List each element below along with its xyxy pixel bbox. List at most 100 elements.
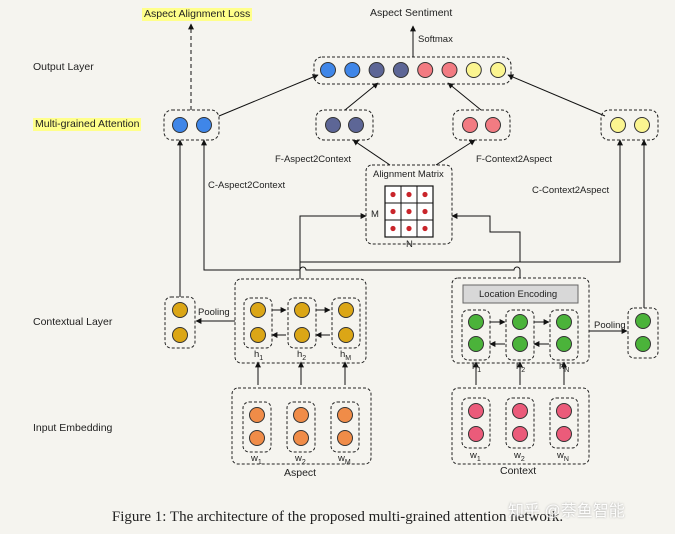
connector-lines bbox=[177, 23, 647, 385]
arrow-aspect-to-c-c2a bbox=[299, 139, 623, 279]
aspect-sentiment-label: Aspect Sentiment bbox=[370, 7, 453, 19]
aspect-hidden-1: h1 bbox=[254, 349, 264, 362]
context-hidden-2: h2 bbox=[516, 361, 526, 374]
matrix-cell-dot bbox=[390, 191, 396, 198]
f-aspect2context-box bbox=[315, 109, 374, 141]
aspect-word-1: w1 bbox=[251, 453, 262, 466]
context-group-label: Context bbox=[500, 465, 537, 477]
context-embedding-node bbox=[468, 426, 484, 442]
alignment-matrix-row-label: M bbox=[371, 209, 379, 220]
context-hidden-node bbox=[556, 336, 572, 352]
context-embedding-box bbox=[451, 387, 590, 465]
output-node bbox=[368, 62, 385, 78]
output-node bbox=[320, 62, 336, 78]
f-c2a-node bbox=[462, 117, 478, 133]
pooled-context-node bbox=[635, 313, 651, 329]
alignment-matrix-title: Alignment Matrix bbox=[373, 169, 444, 180]
c-context2aspect-label: C-Context2Aspect bbox=[532, 185, 610, 196]
context-pooling-label: Pooling bbox=[594, 320, 626, 331]
aspect-embedding-node bbox=[249, 407, 265, 423]
arrow-context-to-matrix bbox=[451, 213, 521, 262]
aspect-embedding-node bbox=[337, 407, 353, 423]
aspect-hidden-node bbox=[250, 302, 266, 318]
f-aspect2context-label: F-Aspect2Context bbox=[275, 154, 352, 165]
neuron-nodes bbox=[172, 62, 651, 446]
c-c2a-node bbox=[634, 117, 650, 133]
aspect-group-label: Aspect bbox=[284, 467, 317, 479]
output-node bbox=[392, 62, 409, 78]
output-layer-box bbox=[313, 56, 512, 85]
arrow-f-a2c-output bbox=[344, 82, 379, 111]
label-contextual-layer: Contextual Layer bbox=[33, 316, 113, 328]
location-encoding-label: Location Encoding bbox=[479, 289, 558, 300]
matrix-cell-dot bbox=[422, 208, 428, 215]
output-node bbox=[344, 62, 361, 78]
location-encoding-bar bbox=[462, 284, 579, 304]
f-context2aspect-box bbox=[452, 109, 511, 141]
matrix-cell-dot bbox=[422, 225, 428, 232]
output-node bbox=[465, 62, 482, 78]
aspect-pooling-label: Pooling bbox=[198, 307, 230, 318]
arrow-matrix-f-c2a bbox=[435, 139, 476, 166]
context-embedding-node bbox=[556, 403, 572, 419]
c-context2aspect-box bbox=[600, 109, 659, 141]
alignment-matrix-col-label: N bbox=[406, 239, 413, 250]
f-a2c-node bbox=[348, 117, 364, 133]
aspect-alignment-loss-label: Aspect Alignment Loss bbox=[142, 8, 253, 21]
c-c2a-node bbox=[610, 117, 626, 133]
figure-caption: Figure 1: The architecture of the propos… bbox=[111, 509, 564, 525]
context-hidden-node bbox=[512, 314, 528, 330]
c-aspect2context-box bbox=[163, 109, 220, 141]
aspect-hidden-node bbox=[338, 302, 354, 318]
context-embedding-node bbox=[512, 403, 528, 419]
matrix-cell-dot bbox=[390, 225, 396, 232]
aspect-hidden-2: h2 bbox=[297, 349, 307, 362]
arrow-aspect-to-matrix bbox=[299, 213, 367, 262]
aspect-embedding-node bbox=[293, 407, 309, 423]
softmax-label: Softmax bbox=[418, 34, 453, 45]
context-hidden-node bbox=[468, 336, 484, 352]
c-a2c-node bbox=[172, 117, 188, 133]
dashed-boxes bbox=[163, 56, 659, 465]
matrix-cell-dot bbox=[406, 191, 412, 198]
context-embedding-node bbox=[512, 426, 528, 442]
arrow-f-c2a-output bbox=[447, 82, 482, 111]
context-embedding-node bbox=[556, 426, 572, 442]
matrix-cell-dot bbox=[422, 191, 428, 198]
output-node bbox=[490, 62, 507, 78]
context-hidden-node bbox=[468, 314, 484, 330]
context-pooled-box bbox=[627, 307, 659, 359]
aspect-embedding-node bbox=[293, 430, 309, 446]
aspect-embedding-box bbox=[231, 387, 372, 465]
context-embedding-node bbox=[468, 403, 484, 419]
aspect-hidden-node bbox=[250, 327, 266, 343]
context-word-1: w1 bbox=[470, 450, 481, 463]
arrow-context-to-c-a2c bbox=[201, 139, 521, 278]
label-output-layer: Output Layer bbox=[33, 61, 94, 73]
arrow-c-c2a-output bbox=[507, 74, 606, 117]
matrix-cell-dot bbox=[406, 208, 412, 215]
aspect-word-m: wM bbox=[338, 453, 351, 466]
c-aspect2context-label: C-Aspect2Context bbox=[208, 180, 286, 191]
matrix-dots bbox=[390, 191, 428, 232]
f-c2a-node bbox=[485, 117, 501, 133]
aspect-hidden-node bbox=[338, 327, 354, 343]
matrix-cell-dot bbox=[390, 208, 396, 215]
aspect-hidden-node bbox=[294, 327, 310, 343]
aspect-embedding-node bbox=[249, 430, 265, 446]
c-a2c-node bbox=[196, 117, 212, 133]
output-node bbox=[417, 62, 434, 78]
watermark: 知乎 @萘鱼智能 bbox=[508, 503, 625, 520]
context-hidden-node bbox=[556, 314, 572, 330]
pooled-aspect-node bbox=[172, 302, 188, 318]
f-a2c-node bbox=[325, 117, 341, 133]
alignment-matrix-box bbox=[365, 164, 453, 245]
aspect-hidden-m: hM bbox=[340, 349, 352, 362]
context-word-2: w2 bbox=[514, 450, 525, 463]
arrow-c-a2c-output bbox=[218, 74, 319, 117]
pooled-context-node bbox=[635, 336, 651, 352]
label-input-embedding: Input Embedding bbox=[33, 422, 113, 434]
context-hidden-node bbox=[512, 336, 528, 352]
arrow-matrix-f-a2c bbox=[352, 139, 391, 166]
